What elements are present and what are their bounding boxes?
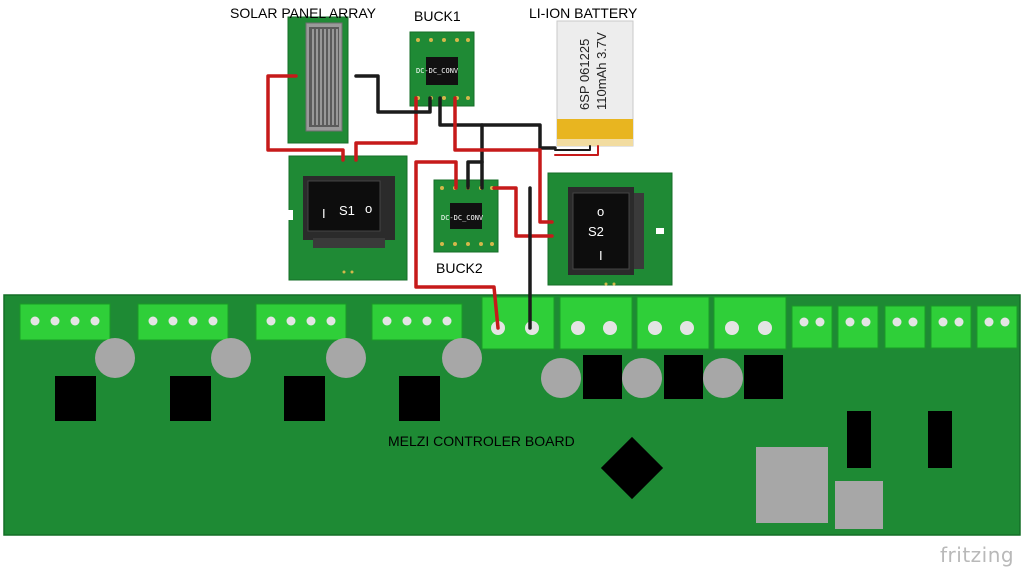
wire-black-battery xyxy=(554,145,591,151)
trimmer-pot xyxy=(622,358,662,398)
terminal-block-2 xyxy=(137,303,229,341)
wire-black-buck1-out xyxy=(438,96,484,190)
mosfet-chip xyxy=(664,355,703,399)
battery-spec-2: 110mAh 3.7V xyxy=(594,32,609,110)
switch-s1[interactable]: S1 I o xyxy=(288,155,408,281)
s2-label: S2 xyxy=(588,224,604,239)
driver-chip xyxy=(55,376,96,421)
wire-red-battery xyxy=(554,145,599,156)
solar-label: SOLAR PANEL ARRAY xyxy=(230,5,377,21)
buck2-chip-label: DC-DC_CONV xyxy=(441,214,484,222)
wire-red-buck2-board xyxy=(414,160,500,330)
solar-panel: SOLAR PANEL ARRAY xyxy=(230,5,377,144)
trimmer-pot xyxy=(326,338,366,378)
terminal-block-4 xyxy=(371,303,463,341)
svg-text:I: I xyxy=(599,248,603,263)
power-terminal-4 xyxy=(713,296,787,350)
driver-chip xyxy=(284,376,325,421)
regulator-chip xyxy=(847,411,871,468)
trimmer-pot xyxy=(442,338,482,378)
buck2-label: BUCK2 xyxy=(436,260,483,276)
s1-label: S1 xyxy=(339,203,355,218)
wire-red-s2-buck2 xyxy=(492,186,554,238)
endstop-terminal-4 xyxy=(930,305,972,349)
power-terminal-3 xyxy=(636,296,710,350)
wire-red-buck1-out xyxy=(453,96,554,224)
endstop-terminal-3 xyxy=(884,305,926,349)
svg-text:I: I xyxy=(322,206,326,221)
wire-black-buck2-in xyxy=(466,160,484,190)
terminal-block-3 xyxy=(255,303,347,341)
buck1-label: BUCK1 xyxy=(414,8,461,24)
endstop-terminal-1 xyxy=(791,305,833,349)
driver-chip xyxy=(399,376,440,421)
microcontroller-chip xyxy=(600,436,664,500)
buck1-module: DC-DC_CONV BUCK1 xyxy=(409,8,475,107)
buck1-chip-label: DC-DC_CONV xyxy=(416,67,459,75)
trimmer-pot xyxy=(703,358,743,398)
trimmer-pot xyxy=(541,358,581,398)
power-terminal-2 xyxy=(559,296,633,350)
endstop-terminal-2 xyxy=(837,305,879,349)
battery-spec-1: 6SP 061225 xyxy=(577,39,592,110)
li-ion-battery: 6SP 061225 110mAh 3.7V LI-ION BATTERY xyxy=(529,5,638,147)
trimmer-pot xyxy=(211,338,251,378)
wire-red-solar-s1 xyxy=(266,74,345,162)
regulator-chip xyxy=(928,411,952,468)
wire-black-solar-buck1 xyxy=(354,74,432,114)
wire-black-bus xyxy=(480,123,557,150)
wires xyxy=(266,74,599,330)
fritzing-logo: fritzing xyxy=(940,543,1014,567)
usb-connector xyxy=(756,447,828,523)
trimmer-pot xyxy=(95,338,135,378)
buck2-module: DC-DC_CONV BUCK2 xyxy=(433,179,499,276)
driver-chip xyxy=(170,376,211,421)
endstop-terminal-5 xyxy=(976,305,1018,349)
power-terminal-1 xyxy=(481,296,555,350)
mosfet-chip xyxy=(583,355,622,399)
mosfet-chip xyxy=(744,355,783,399)
terminal-block-1 xyxy=(19,303,111,341)
wire-red-s1-buck1 xyxy=(354,96,418,162)
battery-label: LI-ION BATTERY xyxy=(529,5,638,21)
svg-text:o: o xyxy=(365,201,372,216)
switch-s2[interactable]: S2 o I xyxy=(547,172,673,286)
crystal xyxy=(835,481,883,529)
melzi-controller-board: MELZI CONTROLER BOARD xyxy=(3,294,1021,536)
svg-text:o: o xyxy=(597,204,604,219)
board-label: MELZI CONTROLER BOARD xyxy=(388,433,575,449)
